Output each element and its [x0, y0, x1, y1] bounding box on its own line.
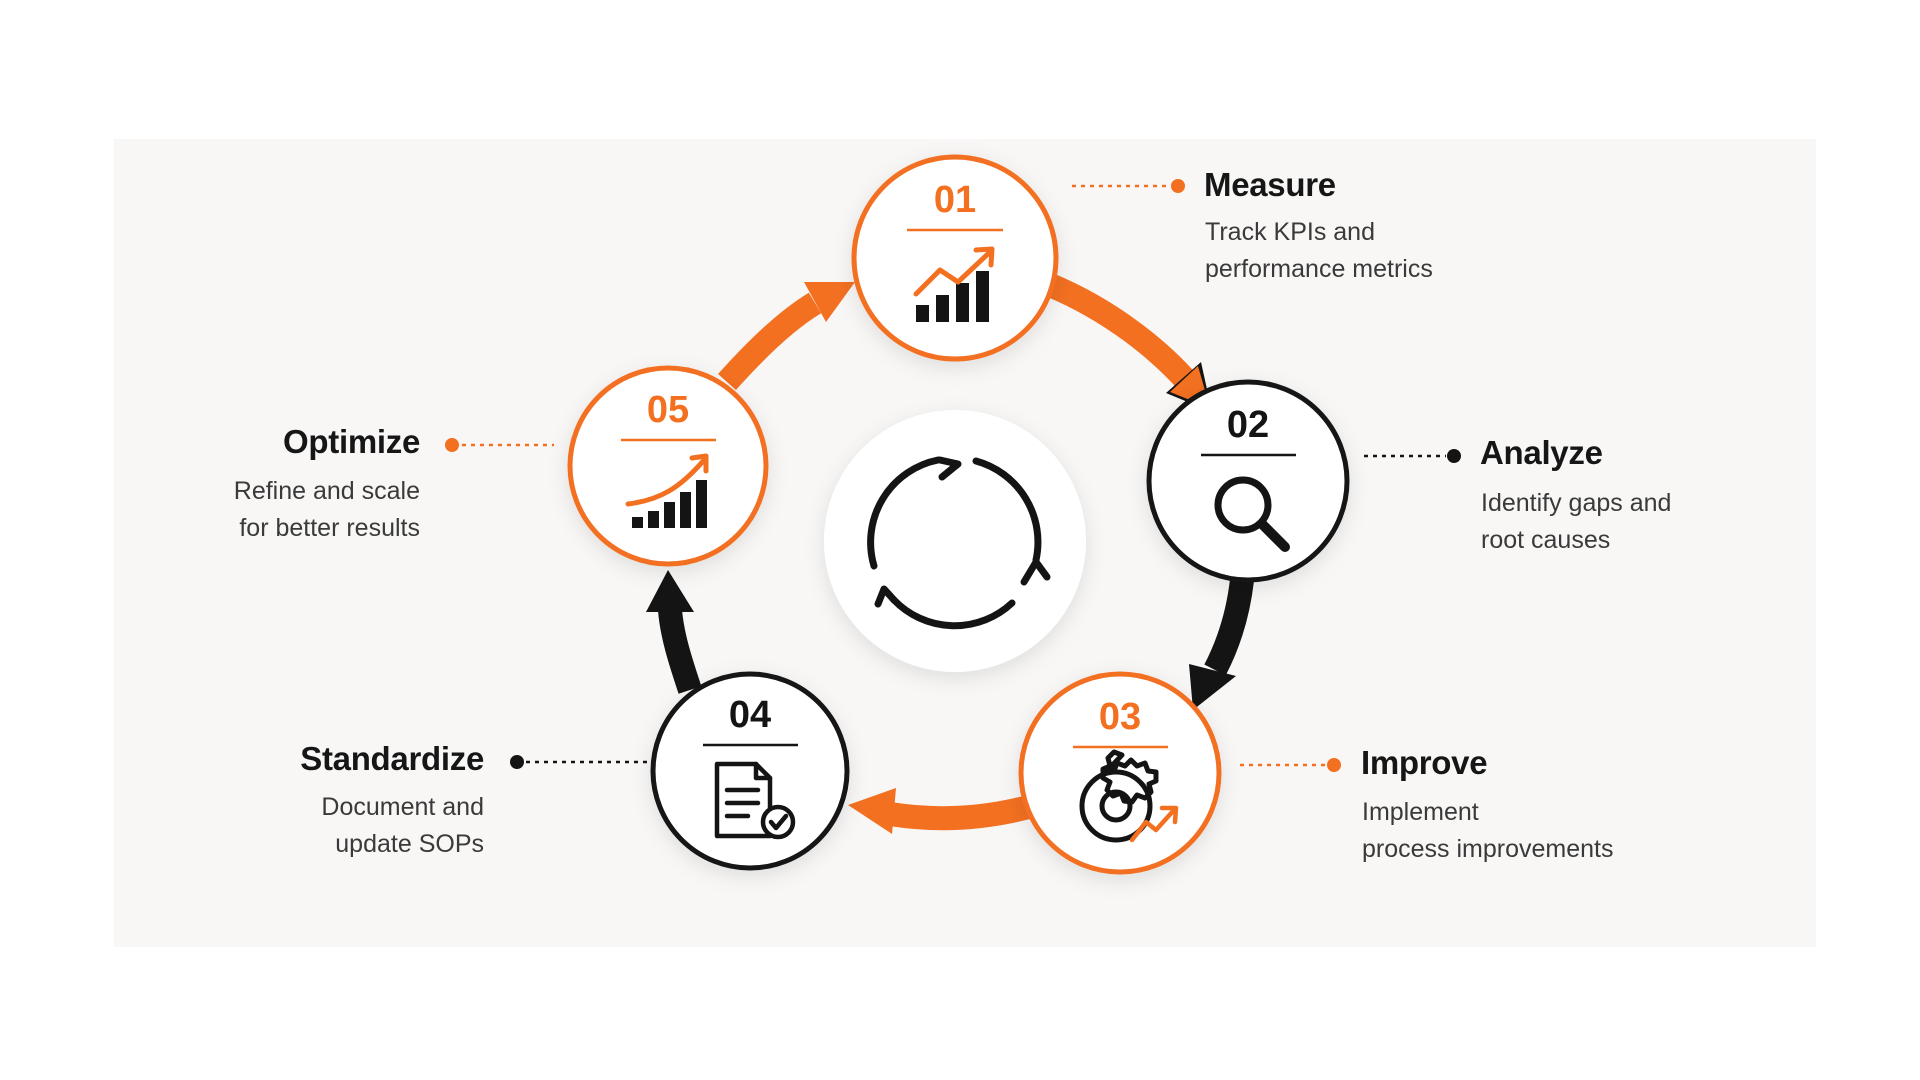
arrow-02-to-03 [1189, 578, 1254, 710]
connector-04 [510, 755, 652, 769]
arrow-03-to-04 [848, 788, 1040, 834]
gear-trend-icon [1079, 749, 1179, 843]
bar-chart-trend-up-icon [913, 246, 995, 322]
step-04-node: 04 [650, 671, 850, 871]
step-04-desc-line-1: Document and [321, 793, 484, 821]
step-03-title: Improve [1361, 744, 1488, 781]
step-05-description: Refine and scale for better results [234, 473, 420, 547]
step-01-node: 01 [851, 154, 1059, 362]
growth-chart-icon [625, 453, 709, 528]
step-05-desc-line-2: for better results [239, 514, 420, 542]
step-02-node: 02 [1146, 379, 1350, 583]
step-02-title: Analyze [1480, 434, 1603, 471]
document-check-icon [714, 761, 796, 840]
refresh-cycle-icon [867, 456, 1051, 630]
step-01-number: 01 [934, 179, 976, 221]
center-cycle-badge [824, 410, 1086, 672]
step-03-desc-line-2: process improvements [1362, 835, 1614, 863]
step-04-desc-line-2: update SOPs [335, 830, 484, 858]
step-04-title: Standardize [300, 740, 484, 777]
magnifier-icon [1214, 476, 1290, 552]
connector-01 [1072, 179, 1185, 193]
step-01-desc-line-2: performance metrics [1205, 255, 1433, 283]
step-04-number: 04 [729, 694, 771, 736]
step-04-description: Document and update SOPs [321, 789, 484, 863]
step-03-number: 03 [1099, 696, 1141, 738]
step-05-number: 05 [647, 389, 689, 431]
step-02-desc-line-2: root causes [1481, 526, 1611, 554]
step-05-node: 05 [567, 365, 769, 567]
connector-05 [445, 438, 554, 452]
connector-03 [1240, 758, 1341, 772]
arrow-01-to-02 [1045, 273, 1212, 412]
step-02-description: Identify gaps and root causes [1481, 485, 1671, 559]
step-01-desc-line-1: Track KPIs and [1205, 218, 1375, 246]
arrow-04-to-05 [646, 570, 702, 694]
step-01-title: Measure [1204, 166, 1336, 203]
step-01-description: Track KPIs and performance metrics [1205, 214, 1433, 288]
connector-02 [1364, 449, 1461, 463]
step-05-desc-line-1: Refine and scale [233, 477, 420, 505]
step-05-title: Optimize [283, 423, 420, 460]
step-02-number: 02 [1227, 404, 1269, 446]
label-connectors [445, 179, 1461, 772]
step-03-description: Implement process improvements [1362, 794, 1613, 868]
cycle-arrows [646, 273, 1254, 834]
arrow-05-to-01 [718, 282, 855, 390]
step-03-node: 03 [1018, 671, 1222, 875]
step-03-desc-line-1: Implement [1362, 798, 1479, 826]
step-02-desc-line-1: Identify gaps and [1481, 489, 1672, 517]
